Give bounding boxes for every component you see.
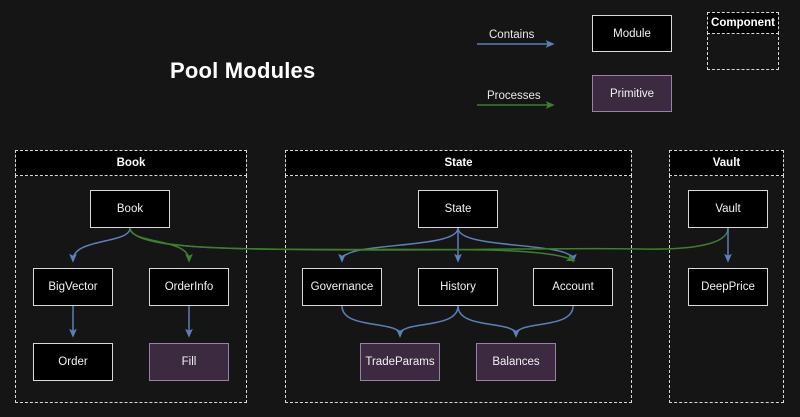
node-balances-label: Balances xyxy=(492,356,540,368)
node-order[interactable]: Order xyxy=(33,343,113,381)
node-orderinfo[interactable]: OrderInfo xyxy=(149,268,229,306)
legend-shape-primitive-label: Primitive xyxy=(609,87,655,100)
component-book-header: Book xyxy=(15,150,247,176)
component-book-label: Book xyxy=(116,157,146,169)
legend-component-label: Component xyxy=(711,17,775,29)
page-title: Pool Modules xyxy=(170,58,316,83)
component-vault-header: Vault xyxy=(669,150,784,176)
node-book[interactable]: Book xyxy=(90,190,170,228)
legend-relation-label-processes: Processes xyxy=(487,90,541,102)
legend-shape-module-label: Module xyxy=(613,27,651,40)
node-order-label: Order xyxy=(58,356,88,368)
legend-shape-module: Module xyxy=(592,15,672,52)
node-deepprice[interactable]: DeepPrice xyxy=(688,268,768,306)
node-book-label: Book xyxy=(116,203,144,215)
component-state-header: State xyxy=(285,150,632,176)
node-history[interactable]: History xyxy=(418,268,498,306)
node-history-label: History xyxy=(440,281,476,293)
node-fill[interactable]: Fill xyxy=(149,343,229,381)
node-vault-label: Vault xyxy=(715,203,741,215)
node-state[interactable]: State xyxy=(418,190,498,228)
node-state-label: State xyxy=(444,203,472,215)
node-bigvector-label: BigVector xyxy=(48,281,98,293)
node-balances[interactable]: Balances xyxy=(476,343,556,381)
legend-relation-label-contains: Contains xyxy=(489,29,535,41)
component-state-label: State xyxy=(444,157,473,169)
node-deepprice-label: DeepPrice xyxy=(701,281,755,293)
node-tradeparams[interactable]: TradeParams xyxy=(360,343,440,381)
node-tradeparams-label: TradeParams xyxy=(365,356,435,368)
node-account-label: Account xyxy=(552,281,594,293)
node-fill-label: Fill xyxy=(181,356,197,368)
component-vault-label: Vault xyxy=(712,157,741,169)
legend-component-title: Component xyxy=(707,12,779,34)
node-vault[interactable]: Vault xyxy=(688,190,768,228)
node-orderinfo-label: OrderInfo xyxy=(164,281,214,293)
legend-shape-primitive: Primitive xyxy=(592,75,672,112)
node-governance[interactable]: Governance xyxy=(302,268,382,306)
node-account[interactable]: Account xyxy=(533,268,613,306)
node-governance-label: Governance xyxy=(310,281,374,293)
node-bigvector[interactable]: BigVector xyxy=(33,268,113,306)
